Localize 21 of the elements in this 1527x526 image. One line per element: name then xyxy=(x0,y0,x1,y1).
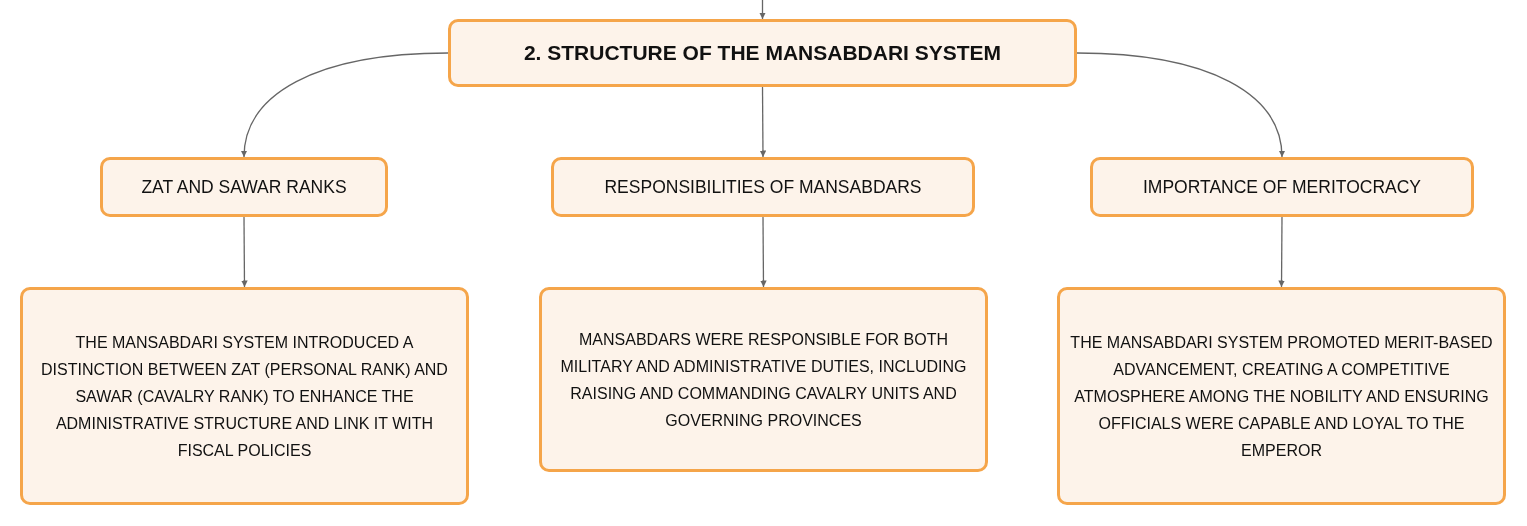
subtopic-box xyxy=(100,157,388,217)
description-text: THE MANSABDARI SYSTEM INTRODUCED A DISTINCTION BETWEEN ZAT (PERSONAL RANK) AND SAWAR (CAVALRY RANK) TO ENHANCE THE ADMINISTRATIVE STRUCTURE AND LINK IT WITH FISCAL POLICIES xyxy=(40,332,449,461)
subtopic-box xyxy=(551,157,975,217)
connector-arrow xyxy=(760,216,767,288)
connector-arrow xyxy=(1278,216,1285,288)
heading-text: IMPORTANCE OF MERITOCRACY xyxy=(1142,176,1422,198)
subtopic-box xyxy=(1090,157,1474,217)
description-text: MANSABDARS WERE RESPONSIBLE FOR BOTH MILITARY AND ADMINISTRATIVE DUTIES, INCLUDING RAISING AND COMMANDING CAVALRY UNITS AND GOVERNING PROVINCES xyxy=(559,329,968,431)
heading-text: ZAT AND SAWAR RANKS xyxy=(141,176,347,198)
connector-arrow xyxy=(241,216,248,288)
description-box xyxy=(20,287,469,505)
connector-arrow xyxy=(241,52,449,158)
heading-text: RESPONSIBILITIES OF MANSABDARS xyxy=(604,176,922,198)
description-box xyxy=(1057,287,1506,505)
topic-box xyxy=(448,19,1077,87)
connector-arrow xyxy=(1076,52,1285,158)
connector-arrow xyxy=(759,0,766,20)
description-text: THE MANSABDARI SYSTEM PROMOTED MERIT-BASED ADVANCEMENT, CREATING A COMPETITIVE ATMOSPHERE AMONG THE NOBILITY AND ENSURING OFFICIALS WERE CAPABLE AND LOYAL TO THE EMPEROR xyxy=(1069,332,1494,461)
heading-text: 2. STRUCTURE OF THE MANSABDARI SYSTEM xyxy=(523,40,1002,66)
description-box xyxy=(539,287,988,472)
connector-arrow xyxy=(759,86,767,158)
